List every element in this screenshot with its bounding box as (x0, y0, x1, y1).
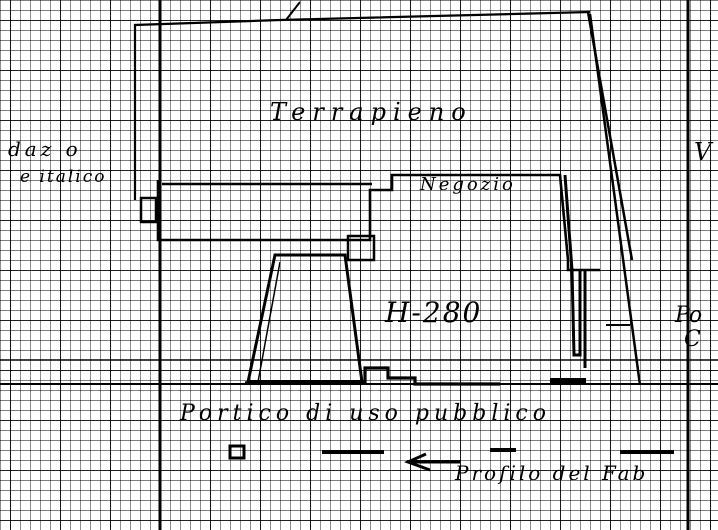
label-height-mark: H-280 (384, 296, 482, 329)
label-right-mid: Po (674, 303, 702, 328)
label-right-low: C (684, 327, 701, 352)
label-terrapieno: Terrapieno (270, 98, 473, 126)
right-column (563, 174, 582, 357)
negozio-slab-outline (156, 173, 600, 272)
floor-bar-right (550, 378, 586, 385)
top-arrow-shaft (285, 1, 301, 21)
label-profilo: Profilo del Fab (454, 461, 648, 485)
dimension-tick-left (228, 444, 246, 460)
floor-steps (245, 366, 500, 386)
label-negozio: Negozio (419, 174, 516, 195)
slab-step-block (346, 234, 376, 262)
top-outline (133, 10, 591, 200)
label-portico: Portico di uso pubblico (179, 401, 551, 426)
left-step-block (139, 196, 158, 224)
label-left-top: daz o (8, 137, 82, 161)
label-right-top: V (694, 138, 714, 166)
slope-line-outer (588, 13, 642, 386)
pier-inner-line (257, 261, 281, 383)
label-left-bottom: e italico (20, 167, 107, 187)
